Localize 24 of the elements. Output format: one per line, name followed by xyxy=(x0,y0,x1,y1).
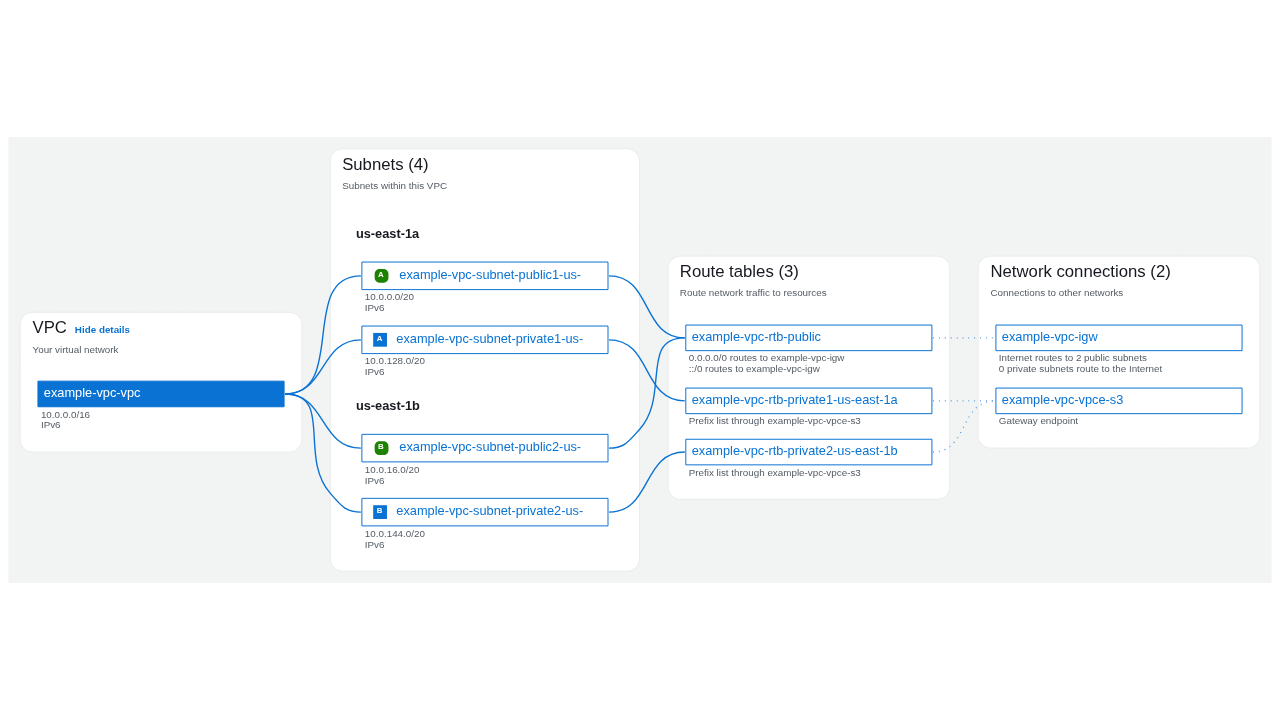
node-label: 0 private subnets route to the Internet xyxy=(998,363,1163,375)
node-label: Prefix list through example-vpc-vpce-s3 xyxy=(688,466,861,478)
node-label: IPv6 xyxy=(364,538,385,550)
connector xyxy=(608,451,686,513)
connector xyxy=(608,337,686,449)
node-label: Prefix list through example-vpc-vpce-s3 xyxy=(688,415,861,427)
node-label: 0.0.0.0/0 routes to example-vpc-igw xyxy=(688,352,845,364)
label: us-east-1a xyxy=(355,225,420,241)
node-label: IPv6 xyxy=(40,419,61,431)
node-label: 10.0.144.0/20 xyxy=(364,527,425,539)
node-label: 10.0.128.0/20 xyxy=(364,355,425,367)
node-label: Internet routes to 2 public subnets xyxy=(998,352,1147,364)
node-label: 10.0.16.0/20 xyxy=(364,463,420,475)
connector xyxy=(932,400,996,453)
connector xyxy=(284,393,362,513)
node-label: Gateway endpoint xyxy=(998,415,1079,427)
node-label: ::/0 routes to example-vpc-igw xyxy=(688,363,820,375)
connector xyxy=(608,339,686,402)
node-label: IPv6 xyxy=(364,474,385,486)
label: us-east-1b xyxy=(355,398,420,414)
node-label: IPv6 xyxy=(364,366,385,378)
node-label: 10.0.0.0/20 xyxy=(364,291,415,303)
node-label: 10.0.0.0/16 xyxy=(40,408,91,420)
node-label: IPv6 xyxy=(364,302,385,314)
